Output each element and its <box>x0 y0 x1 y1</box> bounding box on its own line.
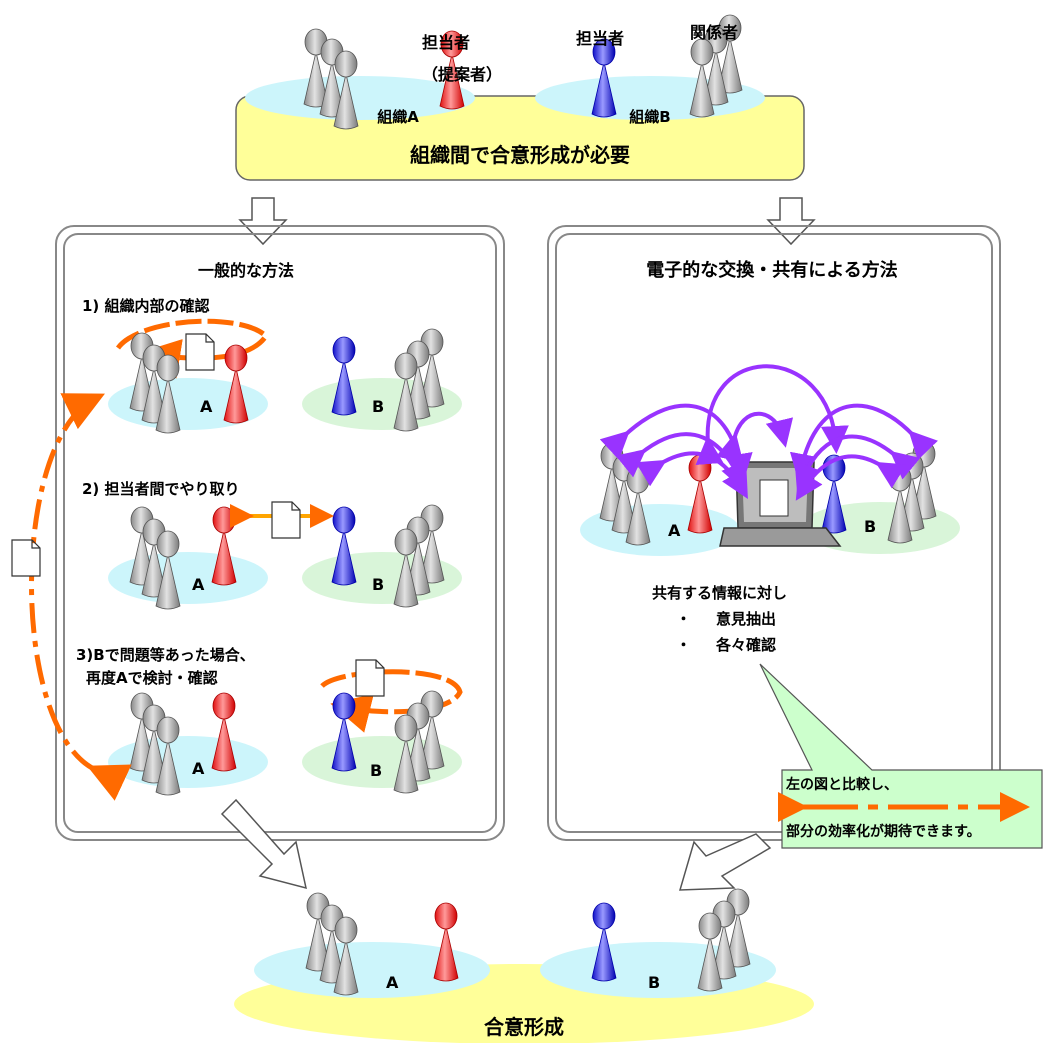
step2-document <box>271 501 301 539</box>
org-a-platform <box>245 76 475 120</box>
right-panel: 電子的な交換・共有による方法 A B 共有する情報に対し ・ 意見抽出 ・ <box>547 225 1001 841</box>
blue-person-icon <box>331 506 357 586</box>
right-subtitle: 共有する情報に対し <box>652 584 787 602</box>
down-arrow-right <box>766 197 816 246</box>
right-panel-title: 電子的な交換・共有による方法 <box>646 259 897 281</box>
step3-label-a: A <box>192 759 205 778</box>
step2-people <box>129 504 445 610</box>
step1-document <box>185 333 215 371</box>
left-panel-title: 一般的な方法 <box>198 261 294 280</box>
feedback-document <box>11 539 41 577</box>
document-icon <box>271 501 301 539</box>
red-person-icon <box>211 506 237 586</box>
callout-line2: 部分の効率化が期待できます。 <box>786 823 981 840</box>
step3-label-line1: 3)Bで問題等あった場合、 <box>76 646 255 664</box>
gray-person-icon <box>333 916 359 996</box>
bottom-label-b: B <box>648 973 660 992</box>
document-icon <box>185 333 215 371</box>
gray-person-icon <box>155 354 181 434</box>
org-b-label: 組織B <box>629 108 670 126</box>
top-person-right-label: 関係者 <box>690 23 738 42</box>
gray-person-icon <box>155 716 181 796</box>
top-people <box>303 14 743 130</box>
share-arrows <box>599 364 938 501</box>
step2-label-a: A <box>192 575 205 594</box>
org-a-label: 組織A <box>377 108 419 126</box>
diag-arrow-right <box>678 833 772 891</box>
step2-label-b: B <box>372 575 384 594</box>
bottom-banner-text: 合意形成 <box>484 1015 564 1039</box>
step1-label-a: A <box>200 397 213 416</box>
right-label-b: B <box>864 517 876 536</box>
blue-person-icon <box>591 902 617 982</box>
red-person-icon <box>211 692 237 772</box>
step3-label-line2: 再度Aで検討・確認 <box>86 669 218 687</box>
gray-person-icon <box>393 714 419 794</box>
document-icon <box>11 539 41 577</box>
document-icon <box>355 659 385 697</box>
gray-person-icon <box>393 528 419 608</box>
bullet-mark-2: ・ <box>676 636 691 654</box>
step3-people <box>129 690 445 796</box>
callout-line1: 左の図と比較し、 <box>785 776 898 793</box>
bullet-mark-1: ・ <box>676 610 691 628</box>
down-arrow-left <box>238 197 288 246</box>
blue-person-icon <box>331 336 357 416</box>
top-person-left-sublabel: （提案者） <box>422 65 502 84</box>
left-panel: 一般的な方法 1) 組織内部の確認 2) 担当者間でやり取り 3)Bで問題等あっ… <box>55 225 505 841</box>
bottom-people <box>305 888 751 996</box>
red-person-icon <box>439 30 465 110</box>
step3-label-b: B <box>370 761 382 780</box>
gray-person-icon <box>333 50 359 130</box>
top-person-left-label: 担当者 <box>422 33 470 52</box>
gray-person-icon <box>155 530 181 610</box>
step2-label: 2) 担当者間でやり取り <box>82 480 240 498</box>
gray-person-icon <box>393 352 419 432</box>
step3-document <box>355 659 385 697</box>
bottom-section: A B 合意形成 <box>234 888 814 1043</box>
feedback-loop-arrow <box>29 393 132 801</box>
top-section: 組織間で合意形成が必要 組織A 組織B 担当者 （提案者） 担当者 関係者 <box>235 14 805 181</box>
top-banner-text: 組織間で合意形成が必要 <box>410 143 630 167</box>
blue-person-icon <box>331 692 357 772</box>
step1-label: 1) 組織内部の確認 <box>82 297 210 315</box>
diag-arrow-left <box>220 798 307 890</box>
top-person-mid-label: 担当者 <box>576 29 624 48</box>
bullet-2: 各々確認 <box>715 636 776 654</box>
right-label-a: A <box>668 521 681 540</box>
red-person-icon <box>433 902 459 982</box>
blue-person-icon <box>591 38 617 118</box>
step1-people <box>129 328 445 434</box>
gray-person-icon <box>689 38 715 118</box>
step1-label-b: B <box>372 397 384 416</box>
red-person-icon <box>687 454 713 534</box>
gray-person-icon <box>697 912 723 992</box>
bullet-1: 意見抽出 <box>716 610 776 628</box>
efficiency-callout: 左の図と比較し、 部分の効率化が期待できます。 <box>759 663 1043 849</box>
bottom-label-a: A <box>386 973 399 992</box>
red-person-icon <box>223 344 249 424</box>
